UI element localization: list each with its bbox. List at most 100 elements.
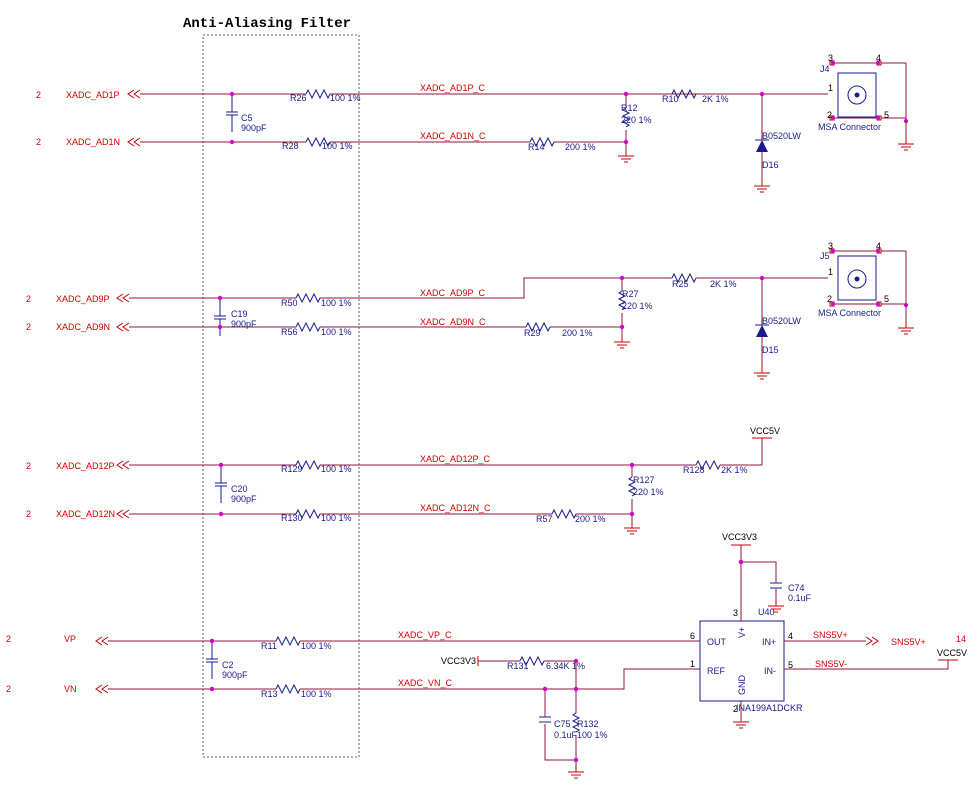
value-label: 220 1%	[622, 301, 653, 311]
ref-label: J5	[820, 251, 830, 261]
connector-j4[interactable]	[837, 72, 877, 118]
pin-number: 3	[828, 53, 833, 63]
value-label: 100 1%	[301, 641, 332, 651]
power-label: VCC5V	[750, 426, 780, 436]
net-label: XADC_AD1P_C	[420, 83, 486, 93]
port-arrow-icon	[116, 460, 130, 470]
power-label: VCC3V3	[722, 532, 757, 542]
value-label: 900pF	[241, 123, 267, 133]
pin-label: IN+	[762, 637, 776, 647]
pin-number: 4	[788, 631, 793, 641]
port-arrow-icon	[95, 684, 109, 694]
pin-label: IN-	[764, 666, 776, 676]
port-number: 2	[26, 294, 31, 304]
port-xadc-ad9n[interactable]: XADC_AD9N	[56, 322, 110, 332]
port-number: 14	[956, 634, 966, 644]
port-xadc-ad1p[interactable]: XADC_AD1P	[66, 90, 120, 100]
ref-label: R10	[662, 94, 679, 104]
value-label: 200 1%	[575, 514, 606, 524]
connector-j5[interactable]	[837, 255, 877, 301]
value-label: 100 1%	[321, 327, 352, 337]
value-label: 100 1%	[321, 298, 352, 308]
net-label: XADC_AD12P_C	[420, 454, 491, 464]
value-label: B0520LW	[762, 131, 801, 141]
value-label: 0.1uF	[554, 730, 578, 740]
value-label: 100 1%	[301, 689, 332, 699]
pin-label: REF	[707, 666, 726, 676]
ref-label: R28	[282, 141, 299, 151]
section-ad12: 2 XADC_AD12P 2 XADC_AD12N VCC5V XADC_AD1…	[26, 426, 780, 535]
port-xadc-ad9p[interactable]: XADC_AD9P	[56, 294, 110, 304]
net-label: XADC_VN_C	[398, 678, 453, 688]
pin-number: 5	[884, 294, 889, 304]
net-label: XADC_AD1N_C	[420, 131, 486, 141]
net-label: XADC_AD9P_C	[420, 288, 486, 298]
ref-label: R129	[281, 464, 303, 474]
pin-label: GND	[737, 675, 747, 696]
ref-label: D16	[762, 160, 779, 170]
ref-label: R130	[281, 513, 303, 523]
value-label: 2K 1%	[702, 94, 729, 104]
value-label: INA199A1DCKR	[736, 703, 803, 713]
ic-u40[interactable]	[699, 620, 785, 702]
port-number: 2	[36, 137, 41, 147]
value-label: 100 1%	[321, 464, 352, 474]
pin-number: 1	[828, 267, 833, 277]
value-label: 2K 1%	[721, 465, 748, 475]
section-ad1: 2 XADC_AD1P 2 XADC_AD1N XADC_AD1P_C XADC…	[36, 53, 915, 193]
ref-label: J4	[820, 64, 830, 74]
ref-label: R50	[281, 298, 298, 308]
port-sns5v-plus[interactable]: SNS5V+	[891, 637, 926, 647]
ref-label: R12	[621, 103, 638, 113]
value-label: 220 1%	[633, 487, 664, 497]
ref-label: R56	[281, 327, 298, 337]
pin-number: 4	[876, 53, 881, 63]
pin-number: 5	[884, 110, 889, 120]
value-label: 900pF	[222, 670, 248, 680]
value-label: 2K 1%	[710, 279, 737, 289]
value-label: 100 1%	[321, 513, 352, 523]
port-number: 2	[26, 509, 31, 519]
net-label: XADC_VP_C	[398, 630, 452, 640]
port-number: 2	[6, 634, 11, 644]
value-label: MSA Connector	[818, 308, 881, 318]
pin-number: 5	[788, 660, 793, 670]
ref-label: R29	[524, 328, 541, 338]
port-vp[interactable]: VP	[64, 634, 76, 644]
value-label: 100 1%	[577, 730, 608, 740]
ref-label: C75	[554, 719, 571, 729]
value-label: 200 1%	[562, 328, 593, 338]
ref-label: R128	[683, 465, 705, 475]
port-xadc-ad12n[interactable]: XADC_AD12N	[56, 509, 115, 519]
pin-label: OUT	[707, 637, 727, 647]
port-vn[interactable]: VN	[64, 684, 77, 694]
pin-number: 2	[827, 294, 832, 304]
pin-number: 3	[828, 241, 833, 251]
ref-label: R11	[261, 641, 277, 651]
ref-label: R25	[672, 279, 689, 289]
ref-label: D15	[762, 345, 779, 355]
ref-label: R57	[536, 514, 553, 524]
port-number: 2	[26, 322, 31, 332]
pin-number: 4	[876, 241, 881, 251]
port-xadc-ad12p[interactable]: XADC_AD12P	[56, 461, 115, 471]
port-xadc-ad1n[interactable]: XADC_AD1N	[66, 137, 120, 147]
value-label: 6.34K 1%	[546, 661, 585, 671]
ref-label: R132	[577, 719, 599, 729]
pin-number: 2	[733, 704, 738, 714]
pin-number: 6	[690, 631, 695, 641]
power-label: VCC5V	[937, 648, 967, 658]
pin-number: 1	[690, 659, 695, 669]
value-label: 100 1%	[330, 93, 361, 103]
section-ad9: 2 XADC_AD9P 2 XADC_AD9N XADC_AD9P_C XADC…	[26, 241, 915, 380]
ref-label: C20	[231, 484, 248, 494]
port-arrow-icon	[865, 636, 879, 646]
ref-label: C5	[241, 113, 253, 123]
port-arrow-icon	[127, 89, 141, 99]
port-arrow-icon	[116, 509, 130, 519]
port-arrow-icon	[116, 322, 130, 332]
pin-number: 2	[827, 110, 832, 120]
value-label: 900pF	[231, 319, 257, 329]
port-number: 2	[36, 90, 41, 100]
ref-label: R26	[290, 93, 307, 103]
